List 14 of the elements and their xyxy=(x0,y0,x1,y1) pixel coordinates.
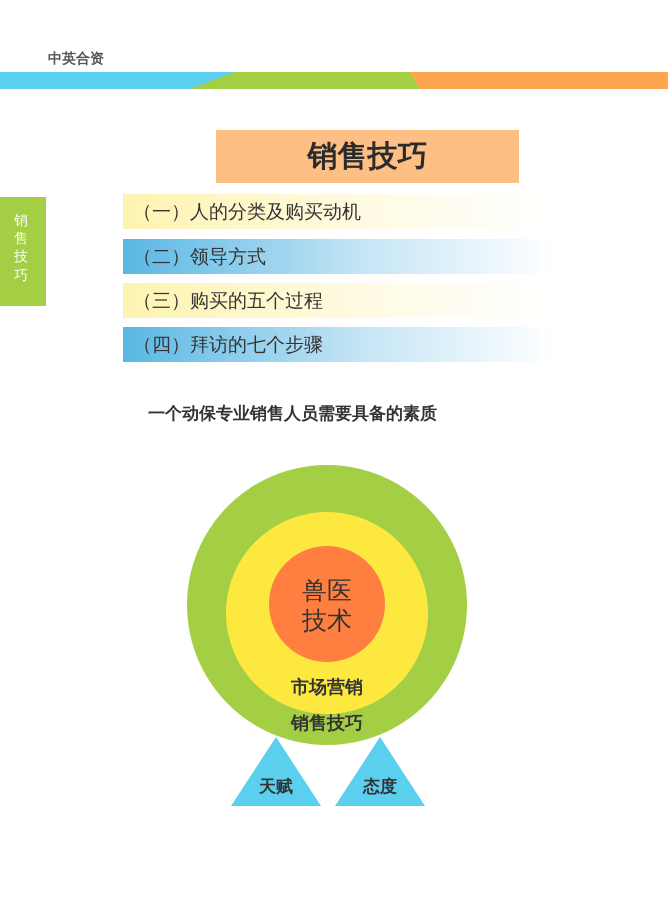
topic-text: （二）领导方式 xyxy=(133,245,266,270)
page-title: 销售技巧 xyxy=(216,130,519,183)
topic-text: （一）人的分类及购买动机 xyxy=(133,200,361,225)
side-tab xyxy=(0,197,46,306)
tab-label: 销售技巧 xyxy=(14,212,28,285)
ring-label: 兽医技术 xyxy=(301,576,353,636)
section-heading: 一个动保专业销售人员需要具备的素质 xyxy=(148,403,437,425)
ring-label: 市场营销 xyxy=(290,676,364,699)
header-text: 中英合资 xyxy=(48,50,104,68)
triangle-label: 态度 xyxy=(362,776,398,798)
topic-text: （四）拜访的七个步骤 xyxy=(133,333,323,358)
topic-text: （三）购买的五个过程 xyxy=(133,289,323,314)
ring-label: 销售技巧 xyxy=(290,712,364,735)
triangle-label: 天赋 xyxy=(258,776,294,798)
